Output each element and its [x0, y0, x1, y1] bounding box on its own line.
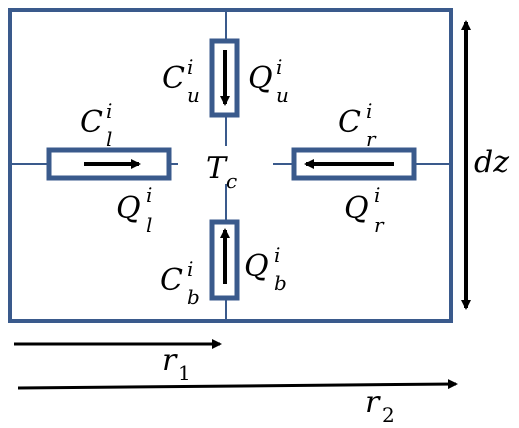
svg-text:u: u: [187, 83, 200, 107]
svg-text:l: l: [106, 127, 112, 151]
right-flux-label: Q i r: [344, 183, 385, 237]
left-flux-label: Q i l: [116, 183, 152, 237]
svg-text:i: i: [276, 55, 282, 79]
left-conductance-label: C i l: [80, 99, 112, 151]
r2-arrow: [17, 379, 458, 390]
svg-text:i: i: [187, 55, 193, 79]
cell-temperature-label: T c: [206, 151, 237, 193]
cell-boundary: [8, 8, 453, 323]
svg-text:c: c: [226, 169, 237, 193]
svg-text:i: i: [106, 99, 112, 123]
bottom-flux-label: Q i b: [244, 243, 287, 295]
svg-text:i: i: [146, 183, 152, 207]
r2-label: r 2: [365, 385, 395, 427]
upper-flux-label: Q i u: [248, 55, 289, 107]
height-label: dz: [474, 145, 509, 180]
svg-text:Q: Q: [344, 191, 369, 226]
svg-text:Q: Q: [248, 61, 273, 96]
svg-text:r: r: [162, 343, 178, 378]
svg-text:Q: Q: [244, 249, 269, 284]
svg-text:C: C: [338, 105, 361, 140]
svg-text:i: i: [274, 243, 280, 267]
svg-text:C: C: [162, 61, 185, 96]
svg-text:r: r: [374, 213, 385, 237]
svg-text:b: b: [274, 271, 287, 295]
svg-text:1: 1: [178, 361, 191, 385]
svg-text:r: r: [366, 127, 377, 151]
svg-text:i: i: [366, 99, 372, 123]
svg-text:Q: Q: [116, 191, 141, 226]
svg-text:2: 2: [382, 403, 395, 427]
svg-text:C: C: [160, 263, 183, 298]
svg-text:l: l: [146, 213, 152, 237]
svg-text:r: r: [365, 385, 381, 420]
r1-label: r 1: [162, 343, 191, 385]
right-conductance-label: C i r: [338, 99, 377, 151]
svg-text:b: b: [187, 285, 200, 309]
svg-text:i: i: [187, 257, 193, 281]
svg-text:C: C: [80, 105, 103, 140]
svg-text:T: T: [206, 151, 228, 186]
bottom-conductance-label: C i b: [160, 257, 200, 309]
upper-conductance-label: C i u: [162, 55, 200, 107]
svg-text:i: i: [374, 183, 380, 207]
svg-text:u: u: [276, 83, 289, 107]
